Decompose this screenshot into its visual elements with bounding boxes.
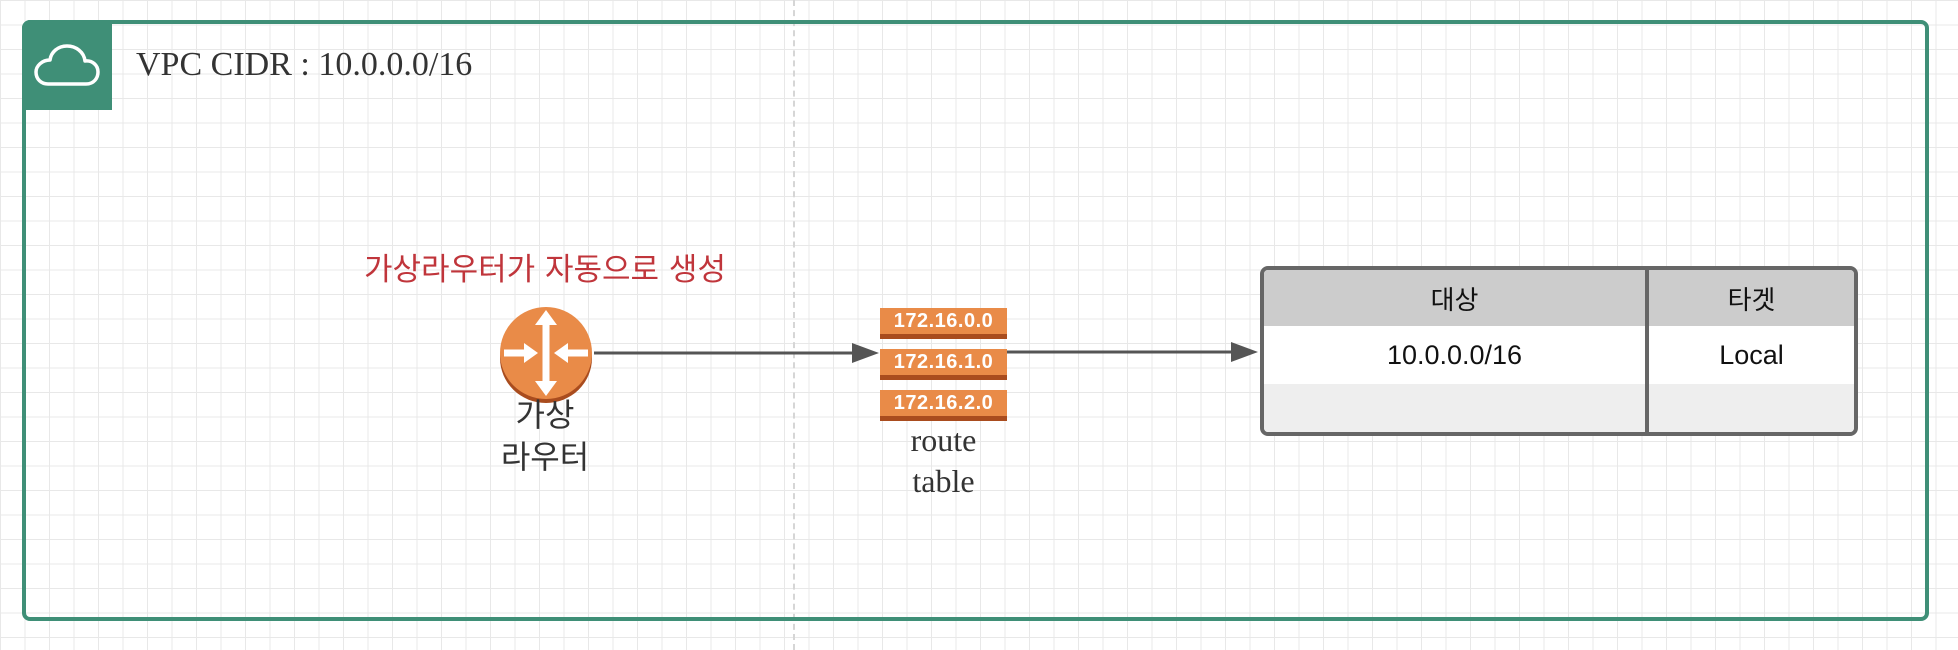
- router-to-table-arrowhead: [852, 343, 879, 363]
- page-divider: [793, 0, 795, 650]
- cloud-icon: [34, 44, 100, 86]
- table-header-target: 타겟: [1649, 270, 1854, 326]
- vpc-container: [22, 20, 1929, 621]
- table-header-destination: 대상: [1264, 270, 1649, 326]
- route-table-label-line2: table: [912, 463, 975, 499]
- route-table-entry: 172.16.1.0: [880, 349, 1007, 380]
- table-cell-target: Local: [1719, 339, 1784, 370]
- route-table-label-line1: route: [910, 422, 977, 458]
- router-label: 가상 라우터: [470, 394, 620, 478]
- route-table-entry: 172.16.2.0: [880, 390, 1007, 421]
- vpc-title: VPC CIDR : 10.0.0.0/16: [136, 46, 473, 83]
- route-table-entry: 172.16.0.0: [880, 308, 1007, 339]
- router-label-line1: 가상: [515, 396, 575, 434]
- routes-table: 대상 타겟 10.0.0.0/16 Local: [1260, 266, 1858, 436]
- table-to-routes-arrowhead: [1231, 342, 1258, 362]
- router-annotation: 가상라우터가 자동으로 생성: [364, 252, 726, 288]
- route-table-label: route table: [870, 420, 1017, 502]
- table-cell-destination: 10.0.0.0/16: [1264, 326, 1649, 384]
- table-cell-empty: [1649, 384, 1854, 432]
- router-icon: [500, 307, 592, 403]
- router-label-line2: 라우터: [500, 438, 590, 476]
- vpc-icon-box: [22, 20, 112, 110]
- table-cell-empty: [1264, 384, 1649, 432]
